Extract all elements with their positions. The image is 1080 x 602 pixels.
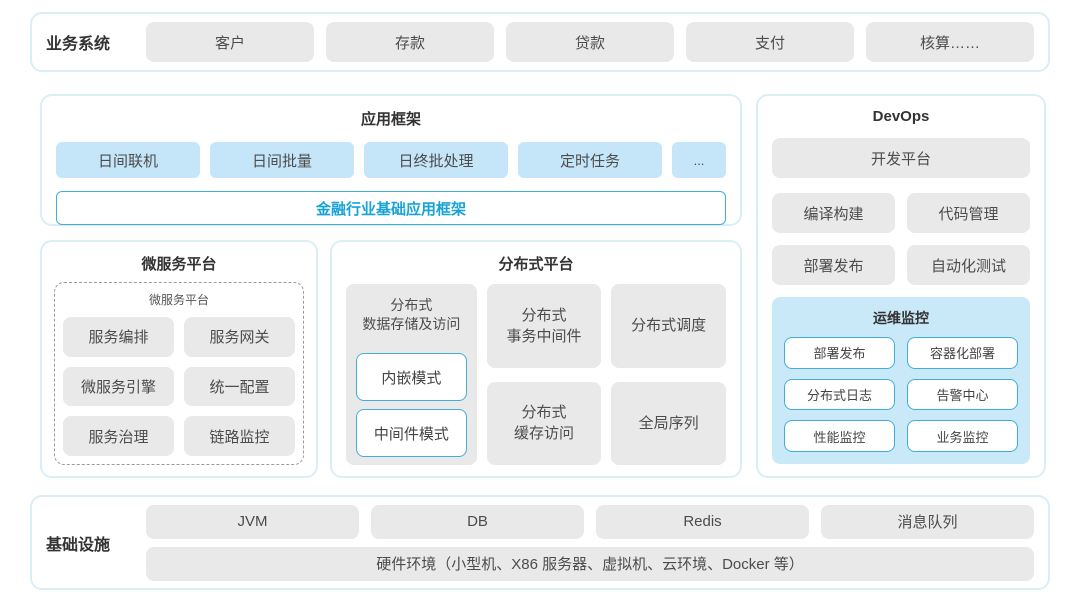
business-system-accounting: 核算…… xyxy=(866,22,1034,62)
microservice-grid: 服务编排 服务网关 微服务引擎 统一配置 服务治理 链路监控 xyxy=(63,317,295,456)
jvm-box: JVM xyxy=(146,504,359,539)
business-monitoring-box: 业务监控 xyxy=(907,420,1018,452)
redis-box: Redis xyxy=(596,504,809,539)
ops-monitoring-title: 运维监控 xyxy=(873,310,929,326)
dev-platform-box: 开发平台 xyxy=(772,138,1030,178)
distributed-storage-box: 分布式 数据存储及访问 内嵌模式 中间件模式 xyxy=(346,284,477,465)
containerized-deploy-box: 容器化部署 xyxy=(907,337,1018,369)
microservice-inner-box: 微服务平台 服务编排 服务网关 微服务引擎 统一配置 服务治理 链路监控 xyxy=(54,282,304,465)
app-framework-scheduled-task: 定时任务 xyxy=(518,142,662,178)
middle-lower-row: 微服务平台 微服务平台 服务编排 服务网关 微服务引擎 统一配置 服务治理 链路… xyxy=(40,240,742,478)
distributed-platform-title: 分布式平台 xyxy=(498,256,574,273)
distributed-log-box: 分布式日志 xyxy=(784,378,895,411)
infrastructure-items: JVM DB Redis 消息队列 硬件环境（小型机、X86 服务器、虚拟机、云… xyxy=(146,504,1034,581)
code-management-box: 代码管理 xyxy=(907,193,1030,233)
business-system-deposit: 存款 xyxy=(326,22,494,62)
deploy-release-box: 部署发布 xyxy=(772,245,895,285)
unified-config-box: 统一配置 xyxy=(184,366,295,407)
ops-deploy-release-box: 部署发布 xyxy=(784,337,895,369)
global-sequence-box: 全局序列 xyxy=(611,381,727,465)
app-framework-daybatch: 日间批量 xyxy=(210,142,354,178)
business-systems-items: 客户 存款 贷款 支付 核算…… xyxy=(146,22,1034,62)
microservice-platform-title: 微服务平台 xyxy=(141,256,217,273)
infrastructure-band: 基础设施 JVM DB Redis 消息队列 硬件环境（小型机、X86 服务器、… xyxy=(30,495,1050,590)
distributed-storage-label: 分布式 数据存储及访问 xyxy=(362,297,461,332)
app-framework-more: ... xyxy=(672,142,726,178)
link-monitoring-box: 链路监控 xyxy=(184,416,295,456)
business-systems-band: 业务系统 客户 存款 贷款 支付 核算…… xyxy=(30,12,1050,72)
hardware-environment-box: 硬件环境（小型机、X86 服务器、虚拟机、云环境、Docker 等） xyxy=(146,546,1034,581)
financial-base-framework: 金融行业基础应用框架 xyxy=(56,191,726,225)
app-framework-eod-batch: 日终批处理 xyxy=(364,142,508,178)
microservice-inner-title: 微服务平台 xyxy=(148,293,209,307)
distributed-scheduling-box: 分布式调度 xyxy=(611,284,727,368)
devops-title: DevOps xyxy=(872,108,930,125)
business-system-payment: 支付 xyxy=(686,22,854,62)
microservice-platform-panel: 微服务平台 微服务平台 服务编排 服务网关 微服务引擎 统一配置 服务治理 链路… xyxy=(40,240,318,478)
business-system-customer: 客户 xyxy=(146,22,314,62)
infrastructure-label: 基础设施 xyxy=(46,536,111,554)
app-framework-title: 应用框架 xyxy=(360,111,421,128)
distributed-platform-panel: 分布式平台 分布式 数据存储及访问 内嵌模式 中间件模式 分布式 事务中间件 分… xyxy=(330,240,742,478)
service-governance-box: 服务治理 xyxy=(63,416,174,456)
app-framework-online: 日间联机 xyxy=(56,142,200,178)
business-systems-label: 业务系统 xyxy=(46,36,111,53)
business-system-loan: 贷款 xyxy=(506,22,674,62)
ops-monitoring-panel: 运维监控 部署发布 容器化部署 分布式日志 告警中心 性能监控 业务监控 xyxy=(772,297,1030,464)
middleware-mode-box: 中间件模式 xyxy=(356,409,467,457)
distributed-cache-box: 分布式 缓存访问 xyxy=(486,381,602,465)
compile-build-box: 编译构建 xyxy=(772,193,895,233)
microservice-engine-box: 微服务引擎 xyxy=(63,366,174,407)
distributed-column-3: 分布式调度 全局序列 xyxy=(611,284,727,465)
performance-monitoring-box: 性能监控 xyxy=(784,420,895,452)
automated-testing-box: 自动化测试 xyxy=(907,245,1030,285)
service-gateway-box: 服务网关 xyxy=(184,317,295,357)
embedded-mode-box: 内嵌模式 xyxy=(356,353,467,401)
infrastructure-row: JVM DB Redis 消息队列 xyxy=(146,504,1034,539)
service-orchestration-box: 服务编排 xyxy=(63,317,174,357)
distributed-column-2: 分布式 事务中间件 分布式 缓存访问 xyxy=(486,284,602,465)
db-box: DB xyxy=(371,504,584,539)
distributed-content: 分布式 数据存储及访问 内嵌模式 中间件模式 分布式 事务中间件 分布式 缓存访… xyxy=(346,284,727,465)
devops-grid: 编译构建 代码管理 部署发布 自动化测试 xyxy=(772,193,1030,285)
distributed-transaction-box: 分布式 事务中间件 xyxy=(486,284,602,368)
message-queue-box: 消息队列 xyxy=(821,504,1034,539)
devops-panel: DevOps 开发平台 编译构建 代码管理 部署发布 自动化测试 运维监控 部署… xyxy=(756,94,1046,478)
app-framework-panel: 应用框架 日间联机 日间批量 日终批处理 定时任务 ... 金融行业基础应用框架 xyxy=(40,94,742,226)
ops-monitoring-grid: 部署发布 容器化部署 分布式日志 告警中心 性能监控 业务监控 xyxy=(784,337,1018,452)
app-framework-row: 日间联机 日间批量 日终批处理 定时任务 ... xyxy=(56,142,726,178)
alert-center-box: 告警中心 xyxy=(907,378,1018,411)
middle-left-column: 应用框架 日间联机 日间批量 日终批处理 定时任务 ... 金融行业基础应用框架… xyxy=(40,94,742,478)
middle-area: 应用框架 日间联机 日间批量 日终批处理 定时任务 ... 金融行业基础应用框架… xyxy=(40,94,1046,478)
